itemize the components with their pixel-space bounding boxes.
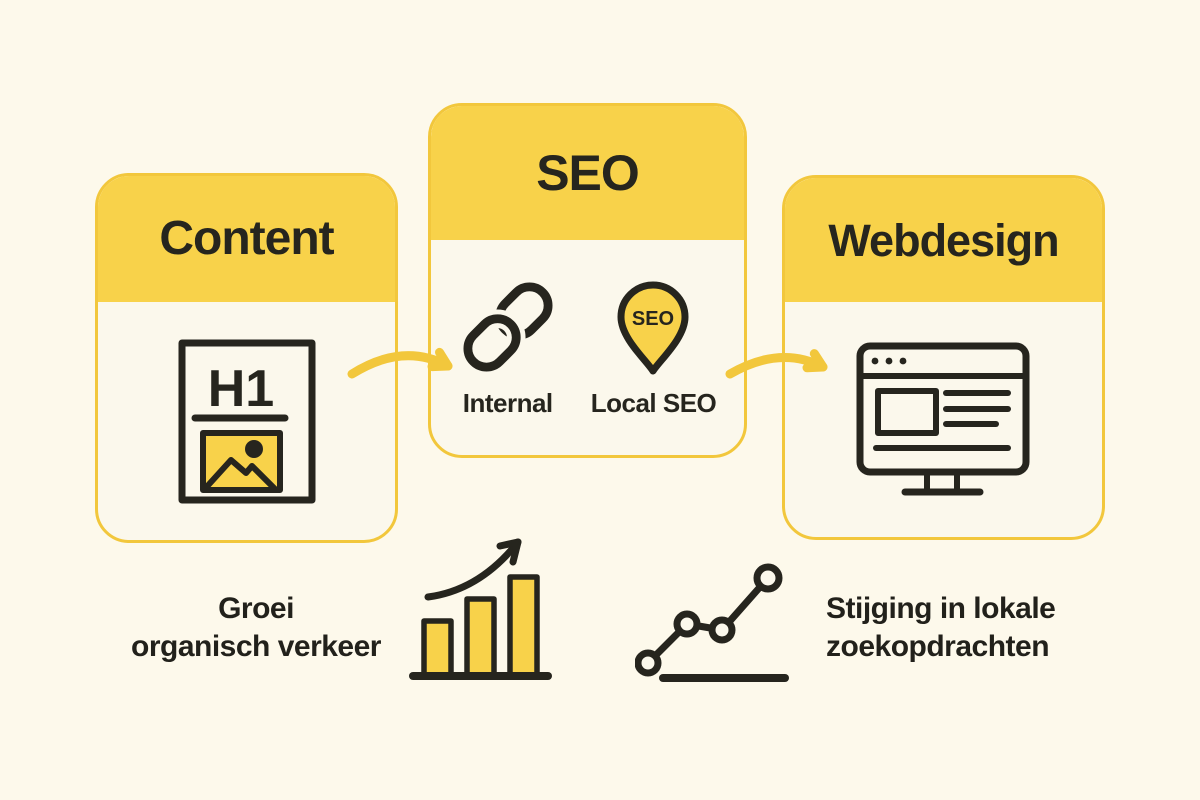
seo-local-column: SEO Local SEO [591,274,717,419]
caption-local-line1: Stijging in lokale [826,592,1056,625]
caption-organic-growth: Groei organisch verkeer [120,590,392,666]
browser-monitor-icon [856,342,1029,495]
card-seo: SEO Internal SEO Loca [428,103,747,458]
chain-link-icon-box [458,274,557,380]
location-pin-icon: SEO [617,281,689,374]
location-pin-icon-box: SEO [609,274,697,380]
caption-local-search: Stijging in lokale zoekopdrachten [826,590,1056,666]
bar-chart-growth-icon [409,538,552,680]
card-seo-body: Internal SEO Local SEO [431,240,744,455]
card-content-body: H1 [98,302,395,540]
pin-seo-label: SEO [632,308,674,330]
card-seo-header: SEO [431,106,744,240]
chain-link-icon [458,282,553,377]
h1-document-icon: H1 [178,339,315,503]
image-placeholder-icon [199,429,283,493]
card-webdesign: Webdesign [782,175,1105,540]
growth-arrow [424,538,522,601]
card-seo-title: SEO [536,145,640,201]
caption-organic-line2: organisch verkeer [131,630,381,663]
seo-internal-column: Internal [458,274,557,419]
card-content-header: Content [98,176,395,302]
internal-link-label: Internal [462,388,553,418]
card-content: Content H1 [95,173,398,543]
card-webdesign-body [785,302,1102,537]
h1-heading-label: H1 [207,360,273,418]
local-seo-label: Local SEO [590,388,717,418]
caption-organic-line1: Groei [218,592,294,625]
card-webdesign-header: Webdesign [785,178,1102,302]
card-content-title: Content [159,212,334,265]
card-webdesign-title: Webdesign [828,214,1059,266]
caption-local-line2: zoekopdrachten [826,630,1050,663]
line-chart-icon [635,563,789,682]
